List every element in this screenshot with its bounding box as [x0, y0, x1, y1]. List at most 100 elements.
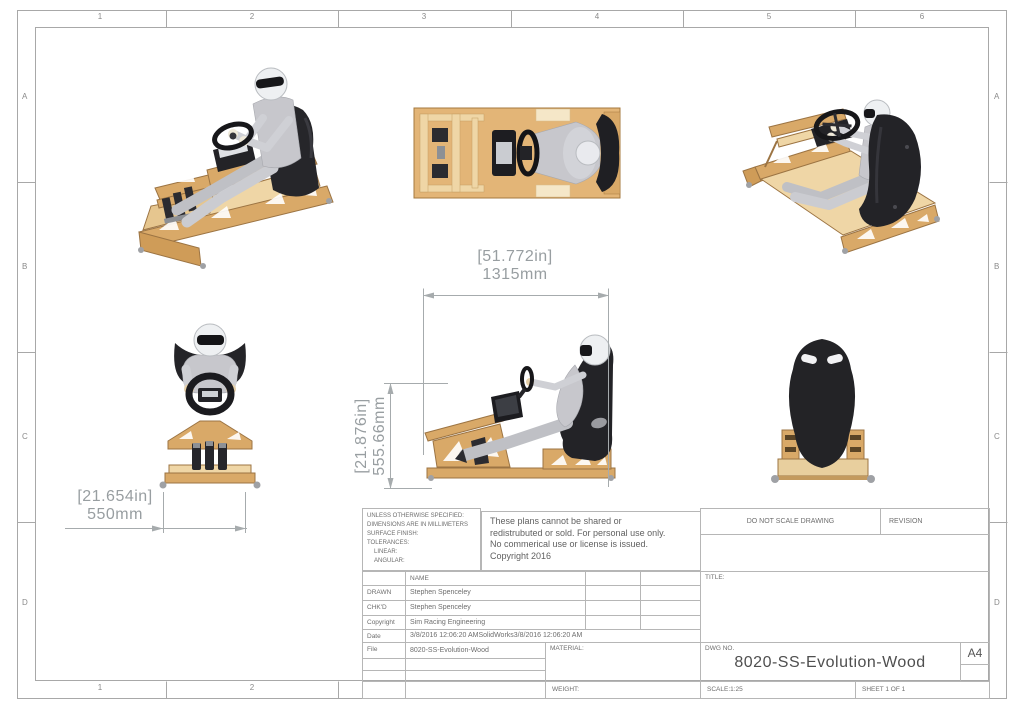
tolerance-line: DIMENSIONS ARE IN MILLIMETERS: [367, 522, 469, 528]
row-drawn-value: Stephen Spenceley: [405, 585, 586, 601]
dwg-no-label: DWG NO.: [705, 645, 735, 652]
tolerance-line: ANGULAR:: [374, 558, 405, 564]
zone-left-b: B: [22, 262, 28, 271]
dwg-no-cell: DWG NO. 8020-SS-Evolution-Wood: [700, 642, 961, 682]
tolerance-line: TOLERANCES:: [367, 540, 410, 546]
table-cell: [640, 615, 701, 630]
weight-label: WEIGHT:: [545, 681, 701, 699]
wood-frame: [424, 412, 616, 481]
table-cell: [585, 571, 641, 586]
racing-seat-back: [788, 339, 856, 468]
sheet-label: SHEET 1 OF 1: [855, 681, 990, 699]
row-copyright-label: Copyright: [362, 615, 406, 630]
row-date-label: Date: [362, 629, 406, 643]
steering-wheel: [212, 121, 254, 151]
paper-size: A4: [960, 642, 990, 665]
wood-pad: [535, 184, 571, 198]
dimension-length: [51.772in] 1315mm: [430, 248, 600, 284]
zone-left-a: A: [22, 92, 28, 101]
helmet-visor: [197, 335, 224, 345]
dimension-height-inches: [21.876in]: [353, 398, 370, 474]
view-rear: [771, 339, 875, 483]
zone-left-c: C: [22, 432, 28, 441]
table-cell: [640, 585, 701, 601]
table-cell: [640, 571, 701, 586]
title-block: UNLESS OTHERWISE SPECIFIED: DIMENSIONS A…: [362, 508, 990, 699]
racing-seat: [596, 114, 620, 192]
row-copyright-value: Sim Racing Engineering: [405, 615, 586, 630]
racing-seat: [559, 342, 614, 461]
pedal-rails: [419, 113, 485, 193]
name-header: NAME: [405, 571, 586, 586]
wood-pad: [535, 108, 571, 122]
zone-right-a: A: [994, 92, 1000, 101]
steering-wheel: [516, 129, 540, 177]
view-iso-rear-right: [742, 99, 940, 254]
row-chkd-label: CHK'D: [362, 600, 406, 616]
steering-wheel: [517, 366, 534, 399]
row-date-value: 3/8/2016 12:06:20 AMSolidWorks3/8/2016 1…: [405, 629, 701, 643]
dimension-height-mm: 555.66mm: [371, 396, 388, 476]
dimension-width-mm: 550mm: [87, 506, 143, 523]
revision-empty-cell: [700, 534, 990, 572]
dimension-length-mm: 1315mm: [482, 266, 548, 283]
table-cell: [585, 615, 641, 630]
caster: [159, 481, 167, 489]
zone-bottom-2: 2: [249, 683, 255, 692]
material-cell: MATERIAL:: [545, 642, 701, 682]
zone-top-1: 1: [97, 12, 103, 21]
view-side: [424, 334, 616, 481]
zone-left-d: D: [22, 598, 28, 607]
helmet: [575, 140, 601, 166]
racing-seat: [859, 114, 921, 227]
tolerance-line: SURFACE FINISH:: [367, 531, 419, 537]
table-cell: [640, 600, 701, 616]
zone-right-b: B: [994, 262, 1000, 271]
do-not-scale-label: DO NOT SCALE DRAWING: [700, 508, 881, 535]
zone-top-2: 2: [249, 12, 255, 21]
steering-wheel: [813, 109, 861, 141]
paper-size-empty-cell: [960, 664, 990, 682]
dimension-lines: [65, 288, 609, 533]
row-chkd-value: Stephen Spenceley: [405, 600, 586, 616]
driver-figure: [533, 121, 601, 185]
title-cell: TITLE:: [700, 571, 990, 643]
table-cell: [362, 681, 406, 699]
row-file-label: File: [362, 642, 406, 659]
scale-label: SCALE:1:25: [700, 681, 856, 699]
row-file-value: 8020-SS-Evolution-Wood: [405, 642, 546, 659]
caster: [253, 481, 261, 489]
harness-slot: [801, 354, 817, 364]
zone-top-6: 6: [919, 12, 925, 21]
material-label: MATERIAL:: [550, 645, 584, 652]
dimension-width: [21.654in] 550mm: [55, 488, 175, 524]
dimension-height: [21.876in] 555.66mm: [353, 376, 391, 496]
wheel-display: [491, 391, 523, 423]
pedals: [192, 441, 227, 470]
tolerance-line: UNLESS OTHERWISE SPECIFIED:: [367, 513, 464, 519]
zone-right-c: C: [994, 432, 1000, 441]
legal-note: These plans cannot be shared or redistru…: [481, 511, 701, 571]
view-iso-front-left: [138, 67, 334, 269]
steering-wheel: [185, 372, 235, 416]
zone-bottom-1: 1: [97, 683, 103, 692]
tolerance-line: LINEAR:: [374, 549, 398, 555]
view-top: [413, 107, 621, 199]
helmet-visor: [255, 76, 284, 89]
table-cell: [405, 681, 546, 699]
row-drawn-label: DRAWN: [362, 585, 406, 601]
helmet-visor: [864, 109, 875, 118]
table-cell: [585, 585, 641, 601]
revision-label: REVISION: [880, 508, 990, 535]
wheel-base-screen: [496, 142, 512, 164]
dwg-no-value: 8020-SS-Evolution-Wood: [734, 654, 926, 671]
view-front: [159, 323, 261, 489]
table-cell: [362, 571, 406, 586]
zone-right-d: D: [994, 598, 1000, 607]
harness-slot: [827, 354, 843, 364]
tolerance-block: UNLESS OTHERWISE SPECIFIED: DIMENSIONS A…: [362, 508, 481, 571]
table-cell: [585, 600, 641, 616]
helmet-visor: [580, 345, 592, 356]
